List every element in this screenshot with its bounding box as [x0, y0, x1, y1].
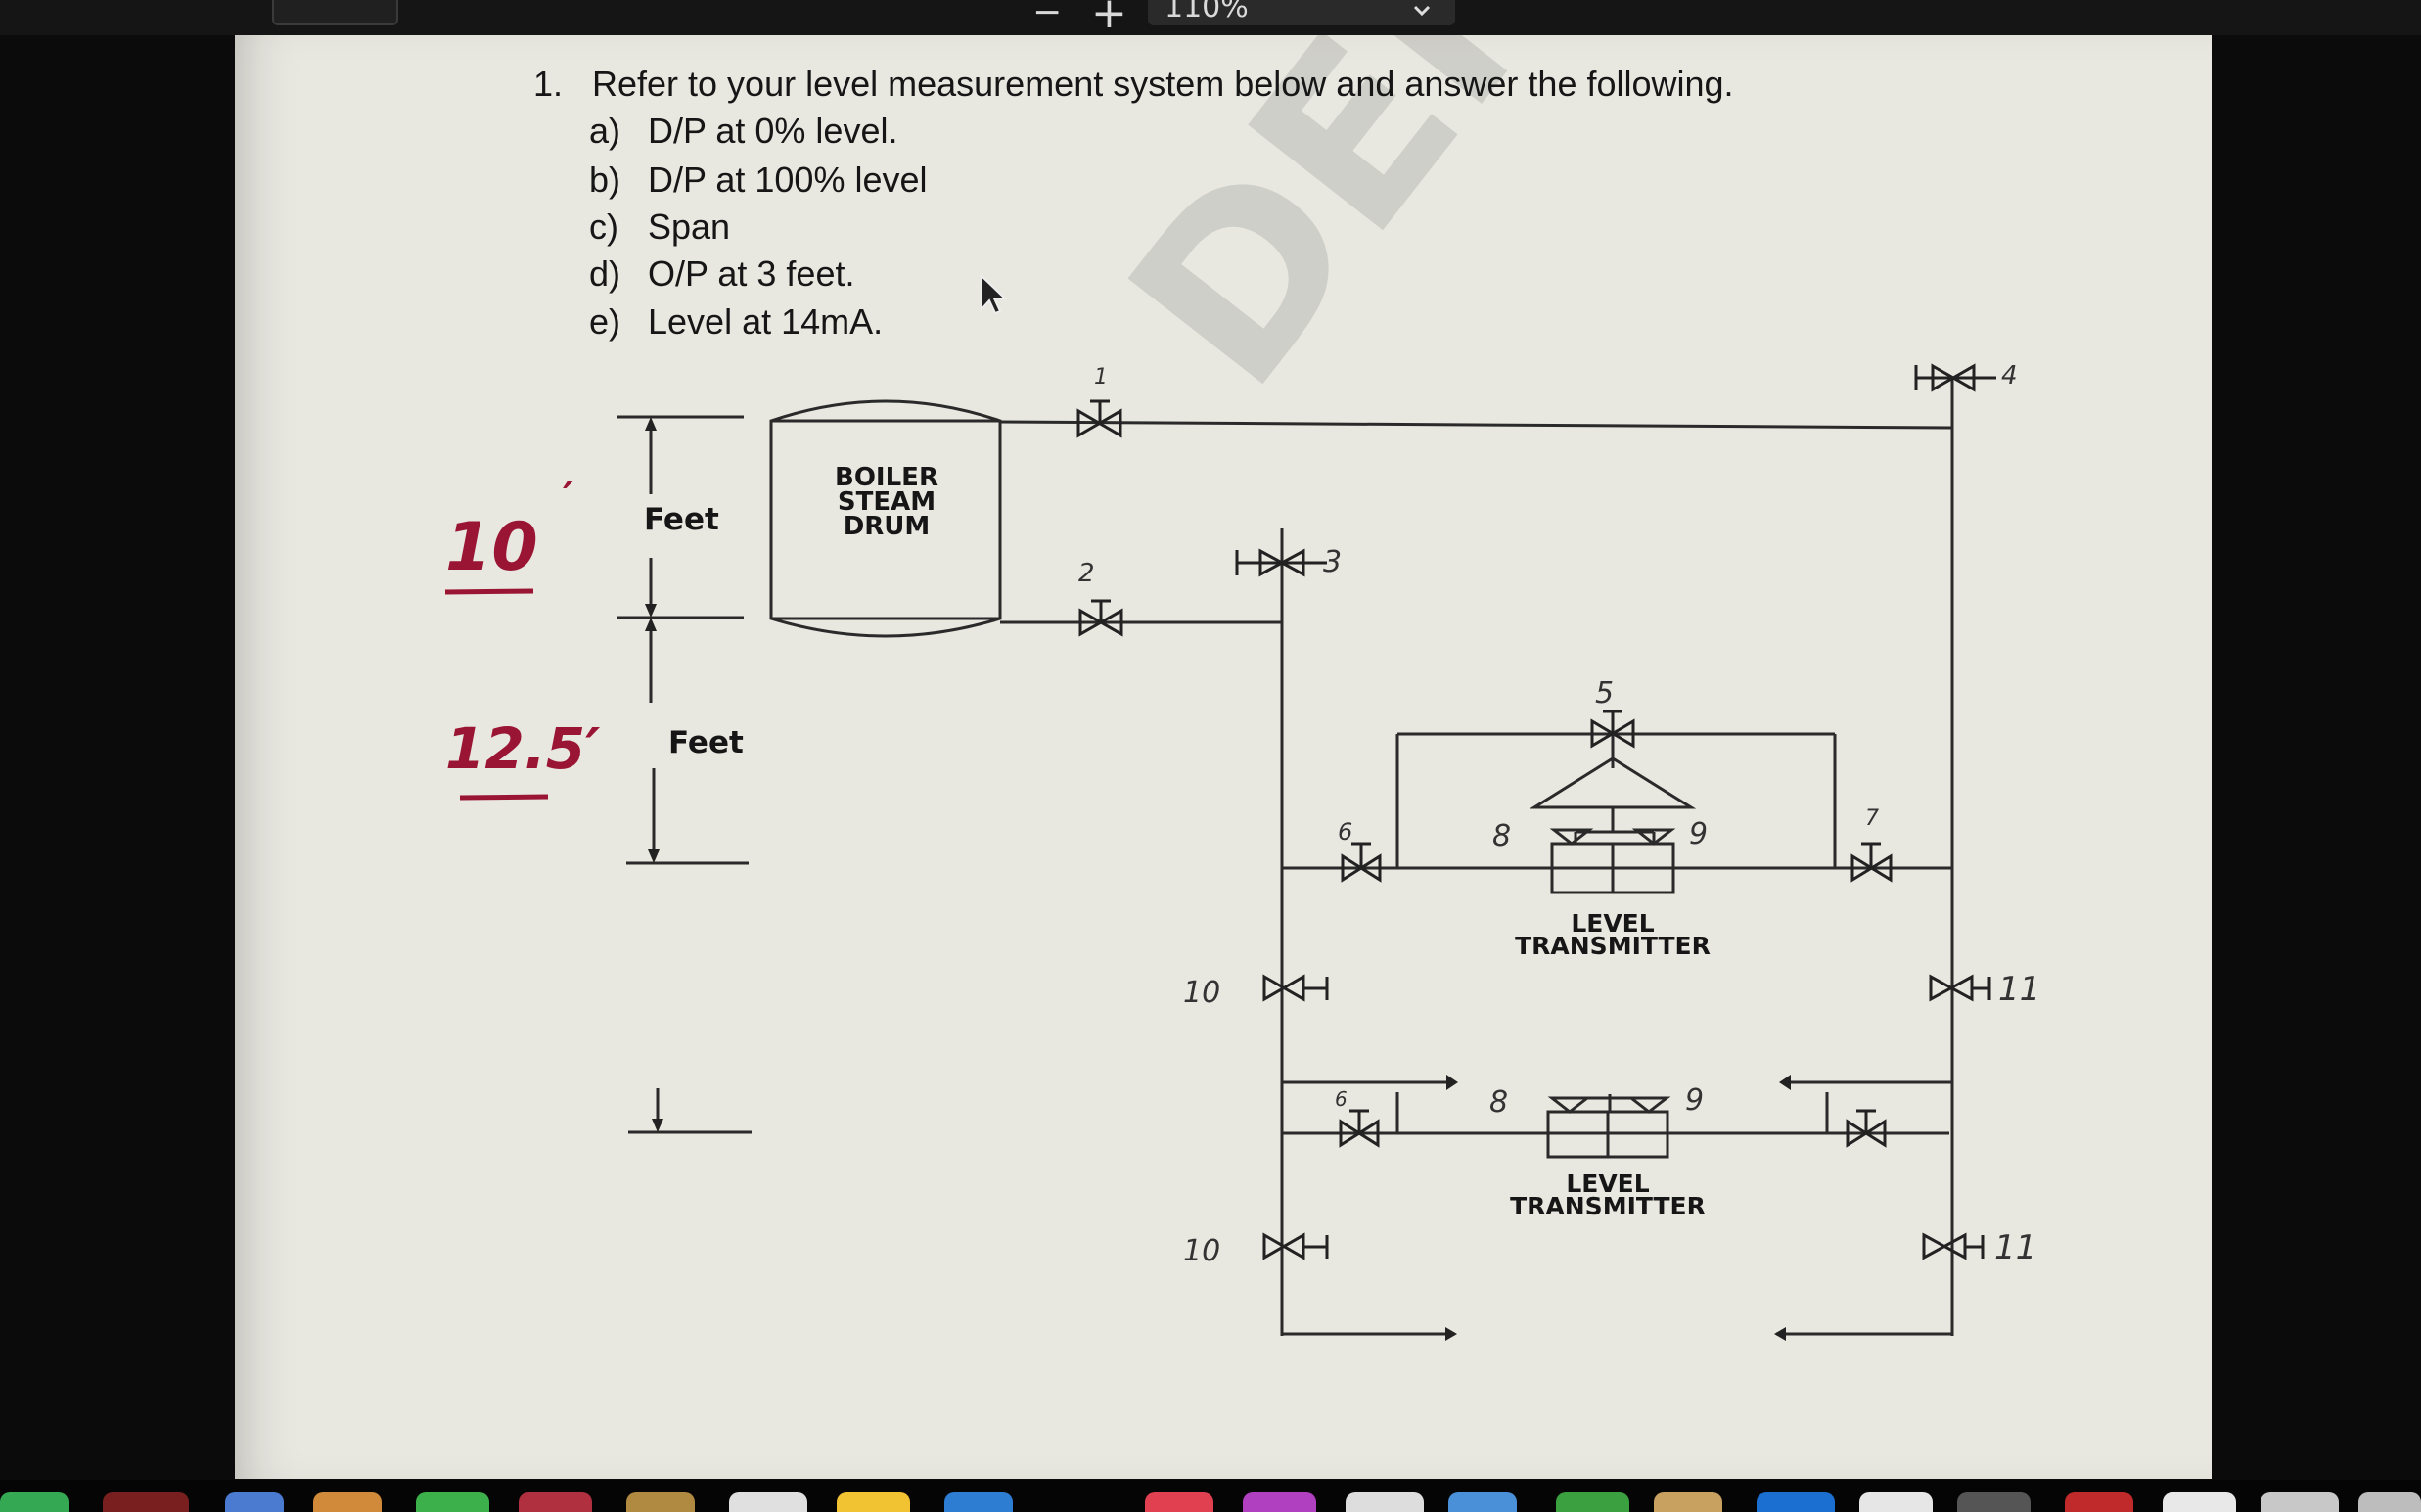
chevron-down-icon	[1413, 5, 1431, 17]
zoom-out-button[interactable]: −	[1032, 0, 1063, 32]
dock-app-icon[interactable]	[1448, 1492, 1517, 1512]
valve-2	[1078, 599, 1123, 637]
drum-label-line: DRUM	[844, 512, 931, 541]
valve-4	[1914, 363, 1996, 392]
valve-number: 11	[1994, 1228, 2036, 1267]
valve-number: 6	[1335, 1087, 1348, 1111]
item-text: D/P at 100% level	[648, 160, 928, 200]
dock-app-icon[interactable]	[103, 1492, 189, 1512]
item-letter: b)	[589, 160, 620, 200]
dock-app-icon[interactable]	[519, 1492, 592, 1512]
dock-app-icon[interactable]	[837, 1492, 910, 1512]
dock-app-icon[interactable]	[2065, 1492, 2133, 1512]
level-measurement-diagram: DENT 1. Refer to your level measurement …	[444, 35, 2040, 1341]
dimension-lines	[617, 415, 752, 1134]
transmitter-label-line: LEVEL	[1571, 909, 1654, 938]
underline	[444, 588, 534, 595]
dock-app-icon[interactable]	[1346, 1492, 1424, 1512]
valve-number: 10	[1183, 1234, 1220, 1268]
dock-app-icon[interactable]	[1654, 1492, 1722, 1512]
item-text: O/P at 3 feet.	[648, 253, 854, 294]
upper-height-mark: ′	[563, 473, 574, 523]
feet-label-upper: Feet	[644, 502, 719, 537]
level-transmitter-2	[1546, 1094, 1671, 1159]
valve-number: 10	[1183, 976, 1220, 1010]
valve-11-top	[1929, 974, 1991, 1002]
valve-number: 2	[1078, 559, 1095, 588]
valve-11-bottom	[1922, 1232, 1985, 1260]
dock-app-icon[interactable]	[225, 1492, 284, 1512]
dock-app-icon[interactable]	[416, 1492, 489, 1512]
item-letter: c)	[589, 206, 618, 247]
dock-app-icon[interactable]	[2358, 1492, 2421, 1512]
zoom-select[interactable]: 110%	[1148, 0, 1455, 25]
valve-number: 3	[1323, 545, 1342, 579]
question-items: a) D/P at 0% level. b) D/P at 100% level…	[589, 111, 928, 342]
dock-app-icon[interactable]	[1957, 1492, 2031, 1512]
valve-number: 8	[1492, 819, 1511, 853]
valve-number: 7	[1865, 806, 1879, 831]
question-number: 1.	[533, 64, 563, 104]
valve-number: 11	[1998, 970, 2040, 1009]
upper-height-annotation: 10	[445, 509, 538, 586]
feet-label-lower: Feet	[668, 725, 744, 760]
valve-number: 6	[1338, 818, 1352, 846]
item-letter: e)	[589, 301, 620, 342]
valves	[1076, 363, 1996, 1260]
zoom-in-button[interactable]: +	[1091, 0, 1127, 38]
valve-6-bottom	[1339, 1109, 1380, 1148]
valve-10-top	[1262, 974, 1329, 1002]
valve-7	[1850, 842, 1893, 883]
item-text: Level at 14mA.	[648, 301, 883, 342]
transmitter-label-line: TRANSMITTER	[1515, 932, 1711, 960]
drum-label-line: BOILER	[835, 463, 938, 492]
zoom-level: 110%	[1165, 0, 1249, 24]
valve-7-bottom	[1846, 1109, 1887, 1148]
level-transmitter-1	[1529, 756, 1697, 894]
item-text: Span	[648, 206, 730, 247]
dock-app-icon[interactable]	[0, 1492, 69, 1512]
valve-6-top	[1341, 842, 1382, 883]
valve-number: 4	[2001, 361, 2018, 390]
dock-app-icon[interactable]	[1145, 1492, 1213, 1512]
valve-number: 8	[1489, 1085, 1508, 1120]
valve-3	[1235, 548, 1327, 577]
drum-label-line: STEAM	[838, 487, 936, 517]
item-letter: d)	[589, 253, 620, 294]
question-prompt: Refer to your level measurement system b…	[592, 64, 1734, 104]
valve-5	[1590, 710, 1635, 749]
viewer-toolbar: − + 110%	[0, 0, 2421, 38]
piping	[999, 377, 1954, 1341]
valve-number: 5	[1595, 676, 1614, 710]
valve-10-bottom	[1262, 1232, 1329, 1260]
document-page: DENT 1. Refer to your level measurement …	[235, 35, 2212, 1479]
valve-number: 9	[1685, 1083, 1704, 1118]
lower-height-annotation: 12.5′	[445, 715, 600, 782]
dock-app-icon[interactable]	[1556, 1492, 1629, 1512]
dock-app-icon[interactable]	[313, 1492, 382, 1512]
dock-app-icon[interactable]	[1859, 1492, 1933, 1512]
valve-1	[1076, 399, 1122, 438]
dock-app-icon[interactable]	[1757, 1492, 1835, 1512]
item-letter: a)	[589, 111, 620, 151]
transmitter-label-line: TRANSMITTER	[1510, 1192, 1706, 1220]
cursor-icon	[981, 273, 1008, 315]
dock-app-icon[interactable]	[944, 1492, 1013, 1512]
dock-app-icon[interactable]	[729, 1492, 807, 1512]
transmitter-label-line: LEVEL	[1566, 1169, 1649, 1198]
dock-app-icon[interactable]	[1243, 1492, 1316, 1512]
page-number-field[interactable]	[272, 0, 398, 25]
dock-app-icon[interactable]	[626, 1492, 695, 1512]
boiler-steam-drum	[769, 399, 1002, 638]
dock-app-icon[interactable]	[2261, 1492, 2339, 1512]
underline	[459, 794, 549, 801]
valve-number: 1	[1094, 365, 1108, 389]
valve-number-annotations: 1 2 3 4 5 6 8 9 7 10 11 6 8 9 10 11	[1078, 361, 2040, 1268]
valve-number: 9	[1689, 817, 1708, 851]
item-text: D/P at 0% level.	[648, 111, 897, 151]
dock-app-icon[interactable]	[2163, 1492, 2236, 1512]
